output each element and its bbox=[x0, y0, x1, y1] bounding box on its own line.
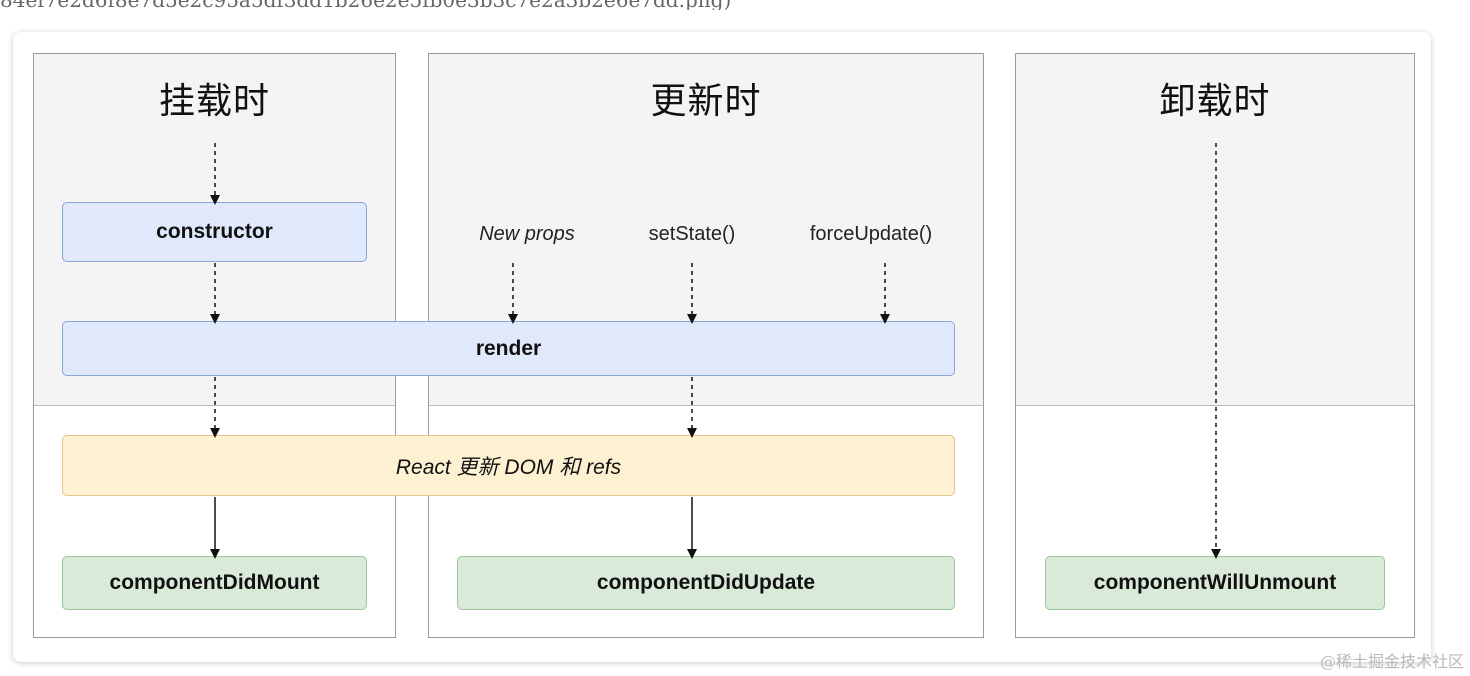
watermark: @稀土掘金技术社区 bbox=[1319, 652, 1464, 671]
render-node: render bbox=[62, 321, 955, 376]
component-did-mount-node: componentDidMount bbox=[62, 556, 367, 610]
force-update-label: forceUpdate() bbox=[809, 223, 933, 245]
mount-phase-heading: 挂载时 bbox=[158, 81, 270, 122]
component-will-unmount-node: componentWillUnmount bbox=[1045, 556, 1385, 610]
constructor-node: constructor bbox=[62, 202, 367, 262]
cropped-header-text: 84ef7e2d6f8e7d5e2c95a5df3dd1b26e2e5fb0e3… bbox=[0, 0, 1080, 10]
phase-divider bbox=[34, 405, 395, 406]
react-update-dom-node: React 更新 DOM 和 refs bbox=[62, 435, 955, 496]
component-did-update-node: componentDidUpdate bbox=[457, 556, 955, 610]
phase-divider bbox=[429, 405, 983, 406]
update-phase-heading: 更新时 bbox=[650, 81, 762, 122]
unmount-phase-column bbox=[1015, 53, 1415, 638]
set-state-label: setState() bbox=[648, 223, 736, 245]
unmount-phase-heading: 卸载时 bbox=[1159, 81, 1271, 122]
new-props-label: New props bbox=[479, 223, 575, 245]
phase-divider bbox=[1016, 405, 1414, 406]
